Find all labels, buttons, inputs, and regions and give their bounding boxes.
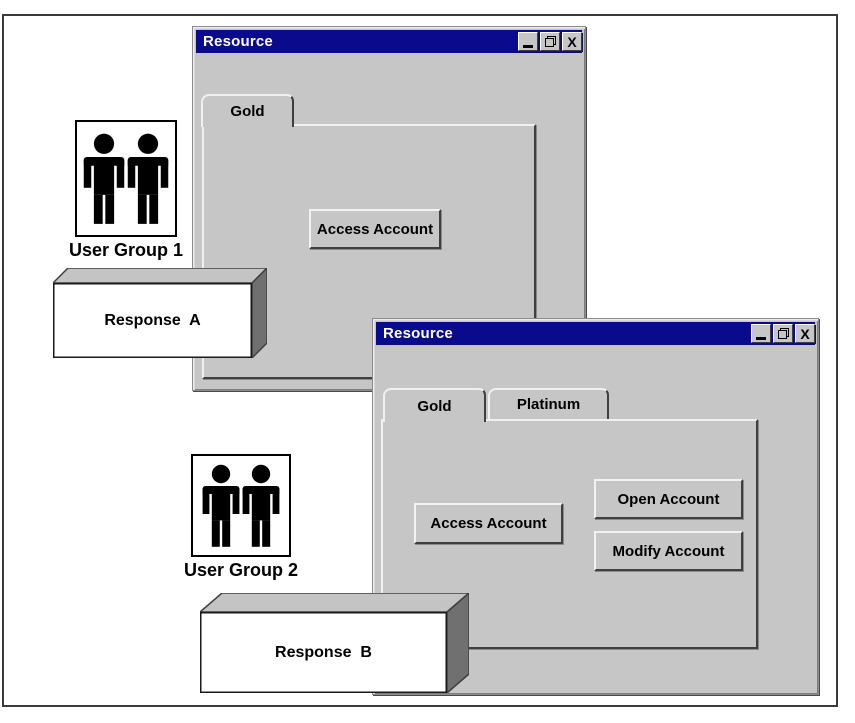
user-group-1-icon-box <box>75 120 177 237</box>
modify-account-button[interactable]: Modify Account <box>594 531 743 571</box>
user-group-2-label: User Group 2 <box>183 560 299 580</box>
window-title: Resource <box>203 33 273 50</box>
user-group-1-label: User Group 1 <box>68 240 184 260</box>
access-account-button[interactable]: Access Account <box>309 209 441 249</box>
minimize-button[interactable] <box>751 324 771 343</box>
response-a-box-shape <box>53 268 267 358</box>
user-group-2-icon-box <box>191 454 291 557</box>
response-b-label: Response B <box>275 643 372 661</box>
restore-button[interactable] <box>540 32 560 51</box>
two-people-icon <box>202 464 280 547</box>
tab-gold[interactable]: Gold <box>201 94 294 127</box>
close-icon: X <box>800 325 810 342</box>
open-account-button[interactable]: Open Account <box>594 479 743 519</box>
minimize-button[interactable] <box>518 32 538 51</box>
tab-platinum[interactable]: Platinum <box>488 388 609 419</box>
response-a-label: Response A <box>104 311 201 329</box>
tab-label: Gold <box>230 103 265 120</box>
two-people-icon <box>83 133 169 224</box>
tab-label: Platinum <box>516 396 581 413</box>
restore-button[interactable] <box>773 324 793 343</box>
minimize-icon <box>523 45 533 48</box>
close-icon: X <box>567 33 577 50</box>
tab-gold[interactable]: Gold <box>383 388 486 422</box>
title-bar[interactable]: Resource X <box>376 322 815 345</box>
tab-label: Gold <box>417 397 452 415</box>
restore-icon <box>777 328 789 339</box>
title-bar[interactable]: Resource X <box>196 30 582 53</box>
restore-icon <box>544 36 556 47</box>
minimize-icon <box>756 337 766 340</box>
access-account-button[interactable]: Access Account <box>414 503 563 544</box>
window-controls: X <box>751 324 815 343</box>
window-controls: X <box>518 32 582 51</box>
close-button[interactable]: X <box>795 324 815 343</box>
response-b-box: Response B <box>200 593 469 693</box>
response-a-box: Response A <box>53 268 267 358</box>
window-title: Resource <box>383 325 453 342</box>
close-button[interactable]: X <box>562 32 582 51</box>
response-b-box-shape <box>200 593 469 693</box>
